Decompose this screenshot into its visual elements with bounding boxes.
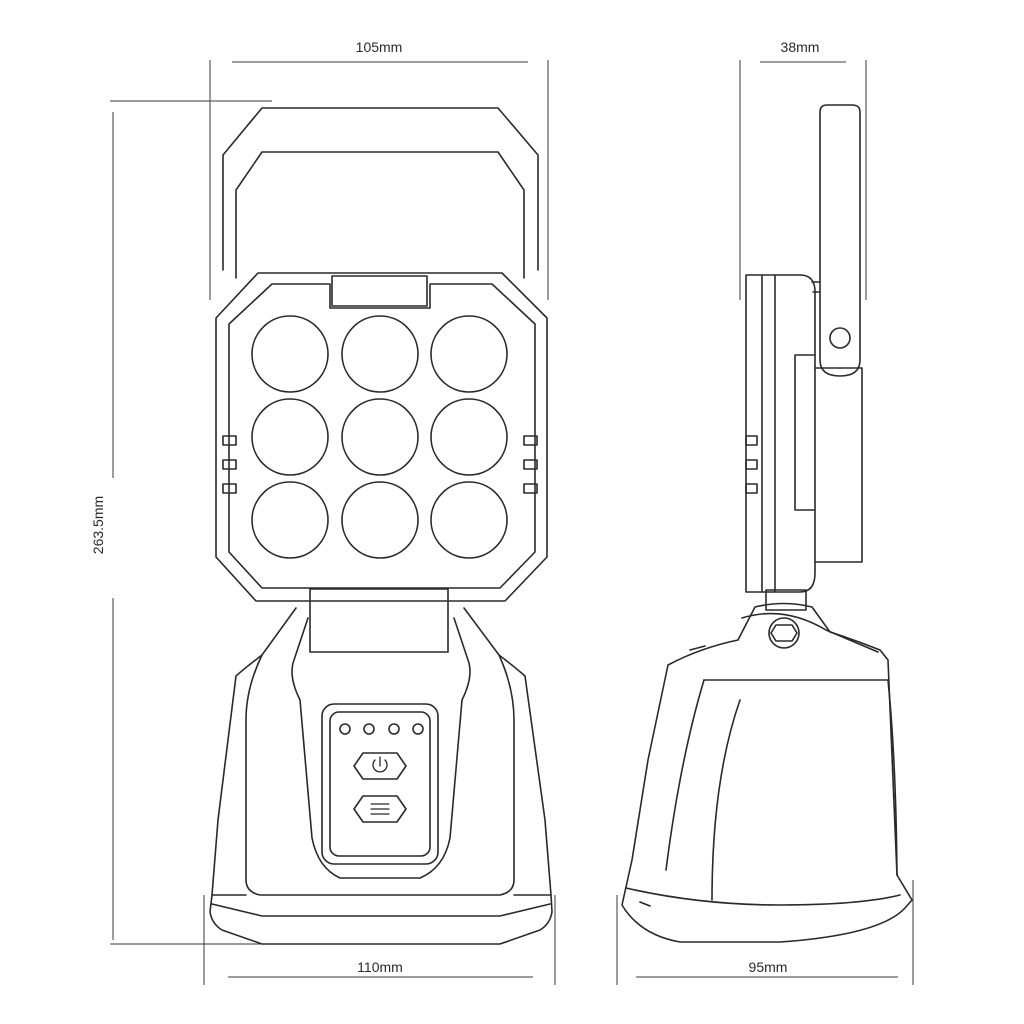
power-icon: [372, 756, 388, 773]
power-button[interactable]: [353, 752, 407, 780]
lamp-head: [215, 272, 548, 602]
led-9: [430, 481, 508, 559]
led-3: [430, 315, 508, 393]
control-panel: [321, 703, 439, 865]
indicator-led-3: [388, 723, 400, 735]
dimension-lines: [110, 60, 914, 985]
dim-front-width-bottom-label: 110mm: [357, 959, 403, 975]
side-base: [621, 602, 913, 943]
front-handle: [222, 107, 539, 279]
led-1: [251, 315, 329, 393]
dim-front-width-top-label: 105mm: [356, 39, 403, 55]
indicator-led-1: [339, 723, 351, 735]
menu-icon: [370, 803, 390, 815]
led-6: [430, 398, 508, 476]
mode-button[interactable]: [353, 795, 407, 823]
side-view: [621, 104, 913, 943]
dim-side-depth-bottom-label: 95mm: [749, 959, 788, 975]
side-handle: [811, 104, 861, 377]
front-neck: [309, 588, 449, 653]
led-2: [341, 315, 419, 393]
led-8: [341, 481, 419, 559]
pivot-bolt: [768, 617, 800, 649]
side-lamp-head: [745, 274, 863, 593]
led-5: [341, 398, 419, 476]
led-array: [251, 315, 508, 559]
label-plate: [331, 275, 428, 307]
led-7: [251, 481, 329, 559]
front-view: [209, 107, 553, 945]
hex-bolt-head: [770, 624, 798, 642]
battery-indicators: [339, 723, 424, 735]
front-base: [209, 607, 553, 945]
indicator-led-4: [412, 723, 424, 735]
dim-side-depth-top-label: 38mm: [781, 39, 820, 55]
led-4: [251, 398, 329, 476]
handle-pivot: [829, 327, 851, 349]
dim-height-label: 263.5mm: [90, 496, 106, 554]
front-side-clips: [222, 435, 538, 494]
side-neck: [765, 589, 807, 611]
indicator-led-2: [363, 723, 375, 735]
